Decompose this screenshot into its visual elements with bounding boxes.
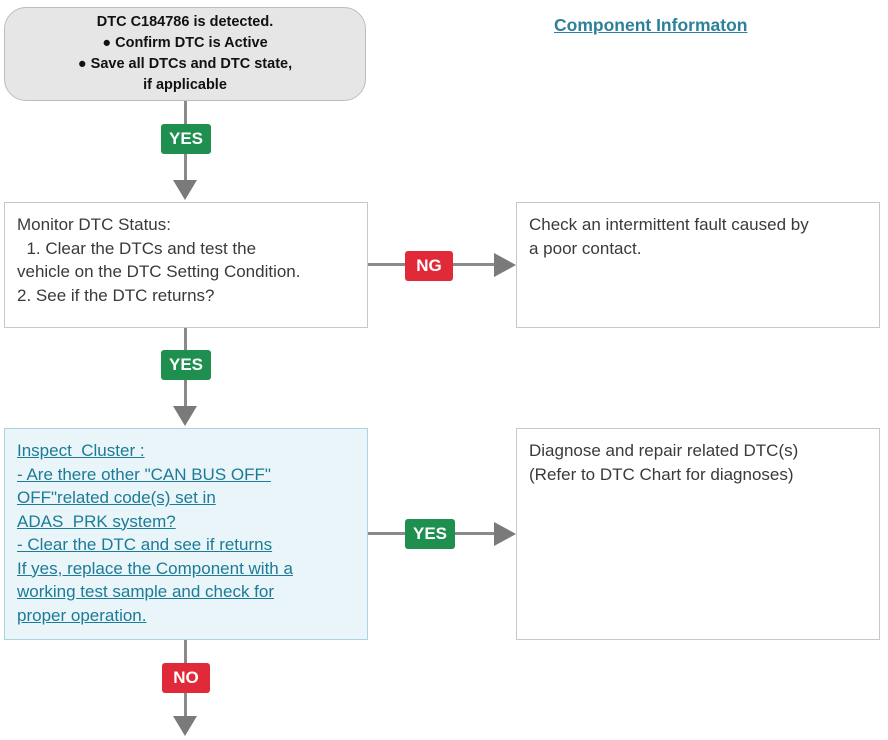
- inspect-line[interactable]: proper operation.: [17, 605, 147, 625]
- monitor-dtc-status-box: Monitor DTC Status: 1. Clear the DTCs an…: [4, 202, 368, 328]
- arrow-down-icon: [173, 716, 197, 736]
- intermittent-line: a poor contact.: [529, 238, 642, 258]
- inspect-line[interactable]: ADAS PRK system?: [17, 511, 176, 531]
- arrow-right-icon: [494, 253, 516, 277]
- monitor-line: 2. See if the DTC returns?: [17, 285, 215, 305]
- arrow-down-icon: [173, 406, 197, 426]
- component-information-link[interactable]: Component Informaton: [554, 15, 748, 35]
- arrow-down-icon: [173, 180, 197, 200]
- intermittent-line: Check an intermittent fault caused by: [529, 215, 809, 234]
- inspect-line[interactable]: Inspect Cluster :: [17, 441, 145, 460]
- intermittent-fault-box: Check an intermittent fault caused by a …: [516, 202, 880, 328]
- diagnose-line: Diagnose and repair related DTC(s): [529, 441, 799, 460]
- diagnose-repair-box: Diagnose and repair related DTC(s) (Refe…: [516, 428, 880, 640]
- yes-badge: YES: [405, 519, 455, 549]
- yes-badge: YES: [161, 350, 211, 380]
- diagnose-line: (Refer to DTC Chart for diagnoses): [529, 464, 794, 484]
- inspect-line[interactable]: working test sample and check for: [17, 582, 275, 601]
- arrow-right-icon: [494, 522, 516, 546]
- monitor-line: Monitor DTC Status:: [17, 215, 171, 234]
- start-node-dtc-detected: DTC C184786 is detected. ● Confirm DTC i…: [4, 7, 366, 101]
- inspect-cluster-box: Inspect Cluster : - Are there other "CAN…: [4, 428, 368, 640]
- monitor-line: 1. Clear the DTCs and test the: [17, 238, 257, 258]
- monitor-line: vehicle on the DTC Setting Condition.: [17, 262, 301, 281]
- no-badge: NO: [162, 663, 210, 693]
- start-line: ● Save all DTCs and DTC state,: [77, 56, 293, 72]
- inspect-line[interactable]: If yes, replace the Component with a: [17, 558, 293, 578]
- yes-badge: YES: [161, 124, 211, 154]
- start-line: if applicable: [143, 77, 227, 93]
- ng-badge: NG: [405, 251, 453, 281]
- start-line: DTC C184786 is detected.: [96, 14, 274, 30]
- start-line: ● Confirm DTC is Active: [102, 35, 268, 51]
- inspect-line[interactable]: - Clear the DTC and see if returns: [17, 535, 273, 554]
- inspect-line[interactable]: OFF"related code(s) set in: [17, 488, 216, 507]
- inspect-line[interactable]: - Are there other "CAN BUS OFF": [17, 464, 271, 484]
